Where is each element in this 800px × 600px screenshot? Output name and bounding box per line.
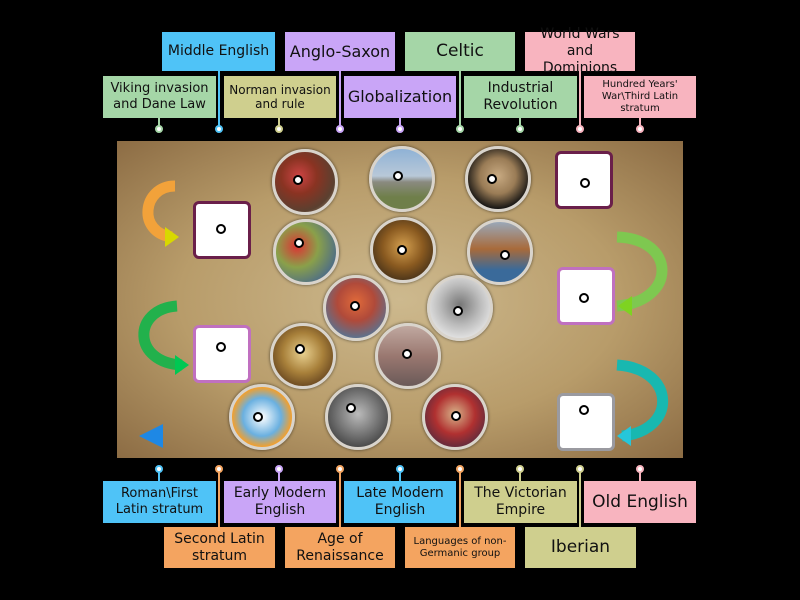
- hotspot-dot[interactable]: [294, 238, 304, 248]
- connector-line: [218, 472, 220, 527]
- connector-line: [278, 118, 280, 126]
- label-middle-english[interactable]: Middle English: [162, 32, 275, 71]
- hotspot-dot[interactable]: [397, 245, 407, 255]
- hotspot-dot[interactable]: [293, 175, 303, 185]
- connector-pin[interactable]: [396, 125, 404, 133]
- timeline-board: [117, 141, 683, 458]
- connector-line: [519, 118, 521, 126]
- connector-line: [158, 472, 160, 482]
- connector-line: [399, 472, 401, 482]
- hotspot-dot[interactable]: [216, 224, 226, 234]
- connector-line: [639, 472, 641, 482]
- connector-line: [459, 472, 461, 527]
- viking-ship-image[interactable]: [467, 219, 533, 285]
- label-old-english[interactable]: Old English: [584, 481, 696, 523]
- label-industrial[interactable]: Industrial Revolution: [464, 76, 577, 118]
- drop-slot[interactable]: [193, 325, 251, 383]
- label-viking[interactable]: Viking invasion and Dane Law: [103, 76, 216, 118]
- connector-pin[interactable]: [516, 125, 524, 133]
- bust-sculpture-image[interactable]: [465, 146, 531, 212]
- label-globalization[interactable]: Globalization: [344, 76, 456, 118]
- label-renaissance[interactable]: Age of Renaissance: [285, 527, 395, 568]
- drop-slot[interactable]: [557, 393, 615, 451]
- hotspot-dot[interactable]: [253, 412, 263, 422]
- label-hundred-years[interactable]: Hundred Years' War\Third Latin stratum: [584, 76, 696, 118]
- connector-line: [519, 472, 521, 482]
- connector-line: [579, 472, 581, 527]
- hotspot-dot[interactable]: [451, 411, 461, 421]
- label-iberian[interactable]: Iberian: [525, 527, 636, 568]
- hotspot-dot[interactable]: [579, 405, 589, 415]
- label-victorian[interactable]: The Victorian Empire: [464, 481, 577, 523]
- hotspot-dot[interactable]: [295, 344, 305, 354]
- connector-line: [639, 118, 641, 126]
- connector-line: [158, 118, 160, 126]
- hotspot-dot[interactable]: [580, 178, 590, 188]
- hotspot-dot[interactable]: [579, 293, 589, 303]
- label-norman[interactable]: Norman invasion and rule: [224, 76, 336, 118]
- label-roman[interactable]: Roman\First Latin stratum: [103, 481, 216, 523]
- label-late-modern[interactable]: Late Modern English: [344, 481, 456, 523]
- war-photo-image[interactable]: [325, 384, 391, 450]
- hotspot-dot[interactable]: [453, 306, 463, 316]
- hotspot-dot[interactable]: [216, 342, 226, 352]
- connector-line: [579, 71, 581, 126]
- connector-line: [339, 71, 341, 126]
- connector-pin[interactable]: [215, 125, 223, 133]
- hotspot-dot[interactable]: [393, 171, 403, 181]
- roman-soldiers-image[interactable]: [272, 149, 338, 215]
- connector-pin[interactable]: [155, 125, 163, 133]
- connector-line: [339, 472, 341, 527]
- connector-pin[interactable]: [576, 125, 584, 133]
- battle-image[interactable]: [273, 219, 339, 285]
- label-second-latin[interactable]: Second Latin stratum: [164, 527, 275, 568]
- hotspot-dot[interactable]: [500, 250, 510, 260]
- connector-line: [278, 472, 280, 482]
- label-non-germanic[interactable]: Languages of non-Germanic group: [405, 527, 515, 568]
- hotspot-dot[interactable]: [350, 301, 360, 311]
- connector-pin[interactable]: [336, 125, 344, 133]
- stonehenge-image[interactable]: [369, 146, 435, 212]
- hotspot-dot[interactable]: [346, 403, 356, 413]
- connector-pin[interactable]: [456, 125, 464, 133]
- connector-line: [459, 71, 461, 126]
- queen-portrait-image[interactable]: [270, 323, 336, 389]
- connector-line: [399, 118, 401, 126]
- hotspot-dot[interactable]: [487, 174, 497, 184]
- label-celtic[interactable]: Celtic: [405, 32, 515, 71]
- connector-pin[interactable]: [636, 125, 644, 133]
- connector-line: [218, 71, 220, 126]
- label-world-wars[interactable]: World Wars and Dominions: [525, 26, 635, 76]
- label-anglo-saxon[interactable]: Anglo-Saxon: [285, 32, 395, 71]
- hotspot-dot[interactable]: [402, 349, 412, 359]
- connector-pin[interactable]: [275, 125, 283, 133]
- label-early-modern[interactable]: Early Modern English: [224, 481, 336, 523]
